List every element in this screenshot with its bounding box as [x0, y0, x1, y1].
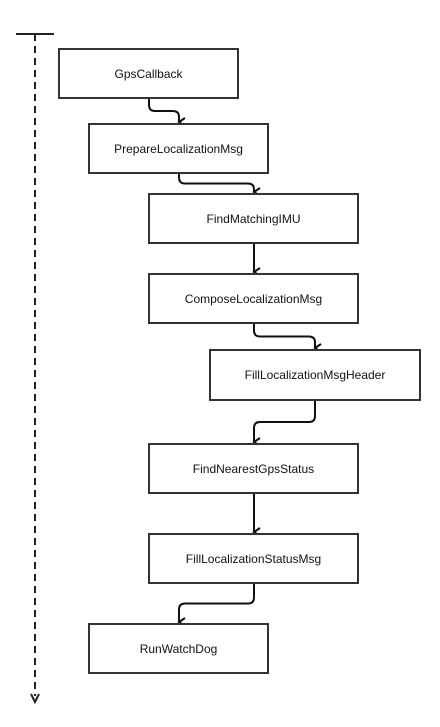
node-run-watch-dog: RunWatchDog — [88, 623, 269, 674]
node-prepare-localization-msg: PrepareLocalizationMsg — [88, 123, 269, 174]
node-label: RunWatchDog — [139, 641, 218, 656]
connector-n1-n2 — [148, 99, 186, 127]
node-label: FillLocalizationStatusMsg — [185, 551, 322, 566]
node-gps-callback: GpsCallback — [58, 48, 239, 99]
node-label: ComposeLocalizationMsg — [184, 291, 323, 306]
node-label: FindMatchingIMU — [206, 211, 301, 226]
node-fill-localization-msg-header: FillLocalizationMsgHeader — [209, 349, 421, 401]
connector-n4-n5 — [253, 324, 322, 353]
connector-n2-n3 — [178, 174, 261, 197]
node-label: GpsCallback — [114, 66, 183, 81]
node-find-matching-imu: FindMatchingIMU — [148, 193, 359, 244]
node-fill-localization-status-msg: FillLocalizationStatusMsg — [148, 533, 359, 584]
connector-n5-n6 — [252, 401, 316, 447]
connector-n7-n8 — [177, 584, 255, 627]
node-label: FillLocalizationMsgHeader — [244, 368, 386, 382]
timeline-arrow-icon — [30, 693, 40, 705]
node-find-nearest-gps-status: FindNearestGpsStatus — [148, 443, 359, 494]
node-label: FindNearestGpsStatus — [192, 461, 315, 476]
node-compose-localization-msg: ComposeLocalizationMsg — [148, 273, 359, 324]
node-label: PrepareLocalizationMsg — [114, 141, 243, 156]
